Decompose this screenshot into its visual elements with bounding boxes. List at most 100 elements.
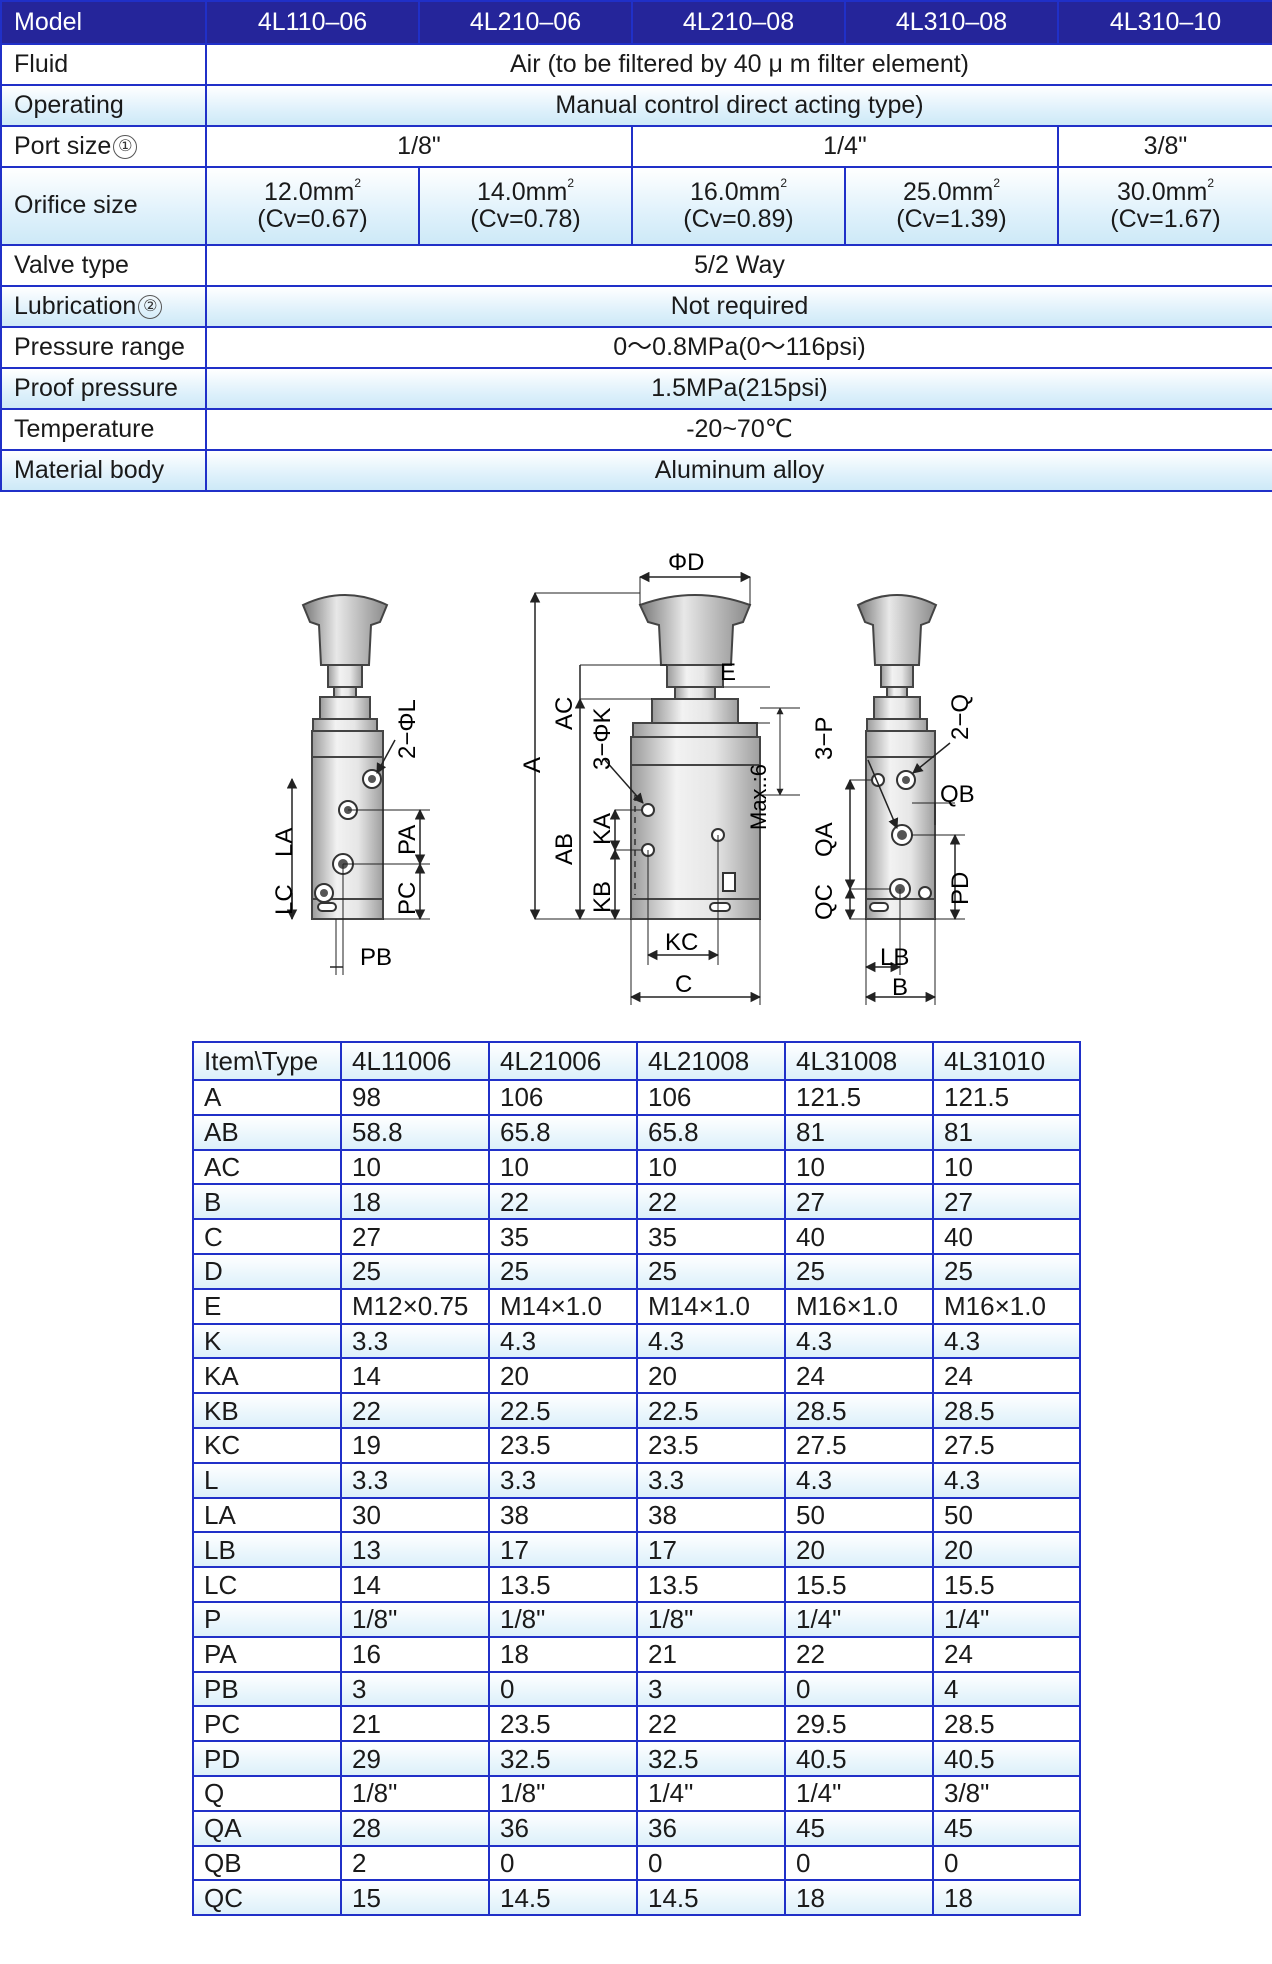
spec-orifice-5: 30.0mm2(Cv=1.67) [1057, 166, 1272, 246]
orifice-unit-sup: 2 [1207, 175, 1214, 190]
dimension-value-cell: 0 [488, 1844, 638, 1882]
label-LB: LB [880, 944, 909, 971]
dimension-header-cell: 4L31010 [932, 1041, 1081, 1081]
dimension-value-cell: 40.5 [784, 1740, 934, 1777]
dimension-value-cell: 4.3 [636, 1322, 786, 1360]
specification-table: Model 4L110–06 4L210–06 4L210–08 4L310–0… [0, 0, 1272, 492]
dimension-value-cell: M16×1.0 [784, 1287, 934, 1325]
orifice-area: 14.0mm2 [432, 176, 619, 207]
dimension-value-cell: 14.5 [636, 1879, 786, 1917]
orifice-cv: (Cv=0.89) [683, 205, 794, 233]
dimension-value-cell: 22.5 [488, 1392, 638, 1429]
dimension-item-cell: KB [192, 1392, 342, 1429]
dimension-value-cell: 4.3 [932, 1461, 1081, 1499]
dimension-value-cell: 18 [932, 1879, 1081, 1917]
label-max-6: Max.:6 [746, 764, 771, 830]
spec-orifice-3: 16.0mm2(Cv=0.89) [631, 166, 846, 246]
dimension-item-cell: P [192, 1600, 342, 1638]
dimension-value-cell: 1/8" [340, 1600, 490, 1638]
label-A: A [519, 757, 546, 773]
dimension-value-cell: 45 [932, 1809, 1081, 1847]
dimension-value-cell: 20 [932, 1531, 1081, 1569]
label-PC: PC [394, 882, 421, 915]
dimension-value-cell: 13 [340, 1531, 490, 1569]
dimension-value-cell: 36 [488, 1809, 638, 1847]
dimension-value-cell: 65.8 [636, 1113, 786, 1151]
dimension-item-cell: LB [192, 1531, 342, 1569]
spec-value-lubrication: Not required [205, 285, 1272, 328]
dimension-header-cell: Item\Type [192, 1041, 342, 1081]
spec-orifice-1: 12.0mm2(Cv=0.67) [205, 166, 420, 246]
dimension-item-cell: KC [192, 1426, 342, 1464]
label-KC: KC [665, 929, 698, 956]
label-B: B [892, 974, 908, 1001]
orifice-unit-sup: 2 [993, 175, 1000, 190]
dimension-value-cell: 10 [340, 1148, 490, 1186]
dimension-item-cell: D [192, 1252, 342, 1290]
dimension-value-cell: 18 [340, 1183, 490, 1221]
dimension-item-cell: AC [192, 1148, 342, 1186]
dimension-value-cell: 10 [932, 1148, 1081, 1186]
spec-header-row: Model 4L110–06 4L210–06 4L210–08 4L310–0… [0, 0, 1272, 45]
orifice-cv: (Cv=1.67) [1110, 205, 1221, 233]
dimension-value-cell: 17 [488, 1531, 638, 1569]
spec-value-proof-pressure: 1.5MPa(215psi) [205, 367, 1272, 410]
dimension-value-cell: 40.5 [932, 1740, 1081, 1777]
dimension-value-cell: 13.5 [636, 1566, 786, 1603]
dimension-value-cell: 0 [932, 1844, 1081, 1882]
dimension-item-cell: PD [192, 1740, 342, 1777]
dimension-value-cell: 22.5 [636, 1392, 786, 1429]
dimension-value-cell: 32.5 [488, 1740, 638, 1777]
dimension-item-cell: PA [192, 1635, 342, 1673]
dimension-value-cell: 3.3 [488, 1461, 638, 1499]
spec-label-temperature: Temperature [0, 408, 207, 451]
spec-row-orifice-size: Orifice size 12.0mm2(Cv=0.67) 14.0mm2(Cv… [0, 166, 1272, 246]
dimension-value-cell: 1/4" [784, 1600, 934, 1638]
orifice-unit-sup: 2 [354, 175, 361, 190]
dimension-value-cell: 65.8 [488, 1113, 638, 1151]
dimension-value-cell: 14.5 [488, 1879, 638, 1917]
spec-orifice-4: 25.0mm2(Cv=1.39) [844, 166, 1059, 246]
orifice-area-value: 12.0 [263, 177, 313, 206]
orifice-unit: mm [951, 177, 994, 206]
dimension-value-cell: 29.5 [784, 1705, 934, 1743]
dimension-value-cell: 16 [340, 1635, 490, 1673]
label-LC: LC [271, 884, 298, 915]
dimension-value-cell: 0 [636, 1844, 786, 1882]
dimension-value-cell: 4.3 [784, 1461, 934, 1499]
dimension-header-cell: 4L21008 [636, 1041, 786, 1081]
dimension-value-cell: 3 [340, 1670, 490, 1708]
dimension-value-cell: 22 [784, 1635, 934, 1673]
spec-row-pressure-range: Pressure range 0～0.8MPa(0～116psi) [0, 326, 1272, 369]
dimension-value-cell: 40 [784, 1218, 934, 1255]
spec-model-1: 4L110–06 [205, 0, 420, 45]
dimension-value-cell: 20 [636, 1357, 786, 1395]
dimension-value-cell: 10 [636, 1148, 786, 1186]
spec-orifice-2: 14.0mm2(Cv=0.78) [418, 166, 633, 246]
dimension-value-cell: M14×1.0 [488, 1287, 638, 1325]
dimension-header-cell: 4L21006 [488, 1041, 638, 1081]
orifice-unit-sup: 2 [780, 175, 787, 190]
spec-model-3: 4L210–08 [631, 0, 846, 45]
dimension-value-cell: 3.3 [636, 1461, 786, 1499]
dimension-value-cell: 27 [340, 1218, 490, 1255]
spec-value-valve-type: 5/2 Way [205, 244, 1272, 287]
label-PA: PA [394, 825, 421, 855]
dimension-item-cell: QA [192, 1809, 342, 1847]
dimension-value-cell: 38 [488, 1496, 638, 1534]
spec-row-temperature: Temperature -20~70℃ [0, 408, 1272, 451]
dimension-value-cell: 27 [932, 1183, 1081, 1221]
dimension-header-cell: 4L11006 [340, 1041, 490, 1081]
